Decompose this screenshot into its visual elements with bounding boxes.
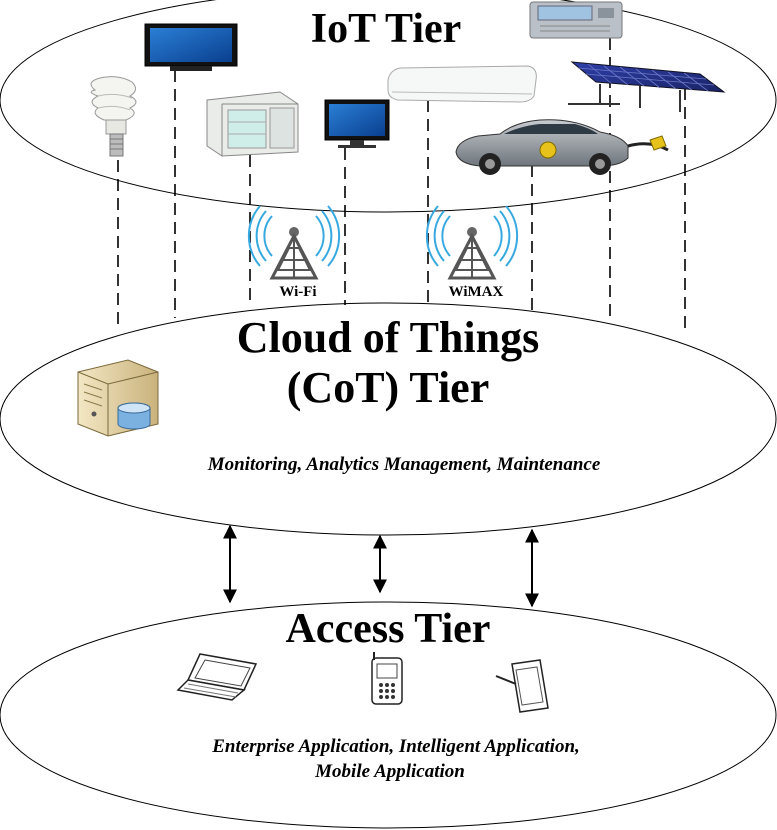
tablet-icon <box>495 659 549 713</box>
bidirectional-arrows <box>223 524 539 608</box>
cot-tier-title-line1: Cloud of Things <box>237 313 539 362</box>
solar-panel-icon <box>568 61 726 112</box>
wimax-label: WiMAX <box>449 284 504 300</box>
access-tier-title: Access Tier <box>286 606 491 652</box>
cot-tier-title-line2: (CoT) Tier <box>287 363 489 412</box>
mobile-phone-icon <box>371 652 403 705</box>
refrigerator-icon <box>206 91 299 157</box>
dashed-connectors <box>117 38 686 335</box>
access-tier-subtitle-line2: Mobile Application <box>314 761 465 782</box>
flat-tv-icon <box>144 23 238 71</box>
iot-tier-title: IoT Tier <box>311 6 462 52</box>
monitor-icon <box>324 99 390 148</box>
light-bulb-icon <box>90 76 137 157</box>
iot-tier-ellipse <box>0 0 777 213</box>
electric-car-icon <box>455 119 669 175</box>
cot-tier-subtitle: Monitoring, Analytics Management, Mainte… <box>207 454 601 475</box>
wifi-label: Wi-Fi <box>279 284 316 300</box>
laptop-icon <box>176 653 258 701</box>
wifi-tower-icon <box>247 205 341 280</box>
access-tier-ellipse <box>0 601 777 829</box>
access-tier-subtitle-line1: Enterprise Application, Intelligent Appl… <box>211 736 580 757</box>
wimax-tower-icon <box>425 205 519 280</box>
cot-tier-ellipse <box>0 302 777 536</box>
smart-meter-icon <box>529 1 623 39</box>
server-database-icon <box>77 359 159 437</box>
air-conditioner-icon <box>387 65 537 103</box>
